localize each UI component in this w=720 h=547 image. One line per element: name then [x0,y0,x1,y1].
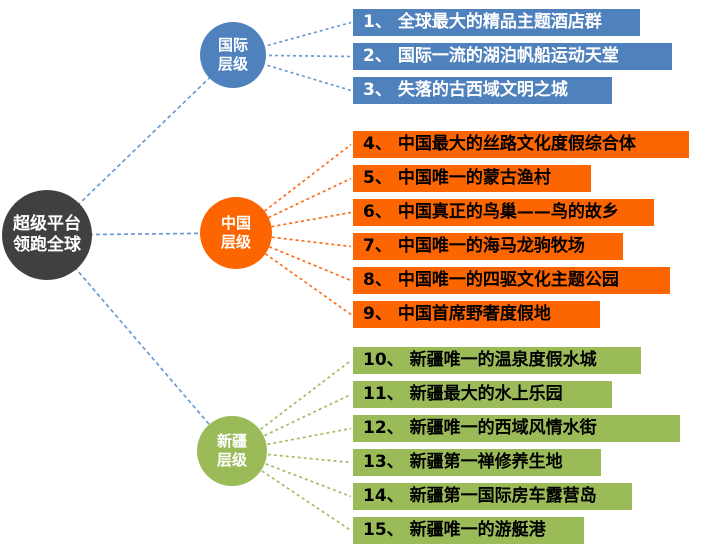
item-bar-15: 15、新疆唯一的游艇港 [353,517,584,544]
item-text: 失落的古西域文明之城 [397,80,568,100]
group-node-china: 中国层级 [200,197,272,269]
item-number: 3、 [363,80,392,100]
item-number: 8、 [363,270,392,290]
item-text: 中国唯一的蒙古渔村 [397,168,551,188]
connector-line [46,234,233,452]
item-text: 中国首席野奢度假地 [397,304,551,324]
item-number: 11、 [363,384,404,404]
group-label-line2: 层级 [216,451,247,469]
item-number: 9、 [363,304,392,324]
root-node: 超级平台 领跑全球 [2,190,92,280]
item-text: 国际一流的湖泊帆船运动天堂 [397,46,619,66]
group-label-line2: 层级 [220,233,251,251]
item-number: 7、 [363,236,392,256]
item-text: 中国最大的丝路文化度假综合体 [397,134,636,154]
item-bar-14: 14、新疆第一国际房车露营岛 [353,483,632,510]
root-label-line1: 超级平台 [13,213,81,234]
item-bar-2: 2、国际一流的湖泊帆船运动天堂 [353,43,672,70]
item-number: 14、 [363,486,404,506]
item-bar-9: 9、中国首席野奢度假地 [353,301,600,328]
item-text: 新疆第一国际房车露营岛 [409,486,597,506]
item-number: 15、 [363,520,404,540]
connector-line [231,393,352,452]
item-bar-12: 12、新疆唯一的西域风情水街 [353,415,680,442]
item-bar-3: 3、失落的古西域文明之城 [353,77,612,104]
item-bar-13: 13、新疆第一禅修养生地 [353,449,601,476]
item-number: 2、 [363,46,392,66]
item-number: 5、 [363,168,392,188]
group-label-line2: 层级 [217,55,248,73]
item-text: 新疆唯一的游艇港 [409,520,546,540]
item-bar-11: 11、新疆最大的水上乐园 [353,381,612,408]
group-label-line1: 中国 [220,214,251,233]
group-node-xinjiang: 新疆层级 [197,416,267,486]
item-text: 新疆唯一的温泉度假水城 [409,350,597,370]
root-label-line2: 领跑全球 [13,235,81,255]
item-text: 中国唯一的四驱文化主题公园 [397,270,619,290]
item-text: 中国唯一的海马龙驹牧场 [397,236,585,256]
item-bar-10: 10、新疆唯一的温泉度假水城 [353,347,641,374]
item-text: 全球最大的精品主题酒店群 [397,12,602,32]
item-bar-6: 6、中国真正的鸟巢——鸟的故乡 [353,199,654,226]
item-number: 13、 [363,452,404,472]
item-bar-1: 1、全球最大的精品主题酒店群 [353,9,640,36]
item-number: 4、 [363,134,392,154]
item-number: 6、 [363,202,392,222]
item-bar-7: 7、中国唯一的海马龙驹牧场 [353,233,623,260]
item-text: 新疆唯一的西域风情水街 [409,418,597,438]
group-node-international: 国际层级 [200,22,266,88]
group-label-line1: 新疆 [216,432,247,451]
item-bar-4: 4、中国最大的丝路文化度假综合体 [353,131,689,158]
item-text: 中国真正的鸟巢——鸟的故乡 [397,202,619,222]
item-text: 新疆最大的水上乐园 [409,384,563,404]
item-number: 12、 [363,418,404,438]
item-text: 新疆第一禅修养生地 [409,452,563,472]
item-bar-5: 5、中国唯一的蒙古渔村 [353,165,591,192]
item-number: 1、 [363,12,392,32]
item-bar-8: 8、中国唯一的四驱文化主题公园 [353,267,670,294]
item-number: 10、 [363,350,404,370]
group-label-line1: 国际 [217,36,248,55]
